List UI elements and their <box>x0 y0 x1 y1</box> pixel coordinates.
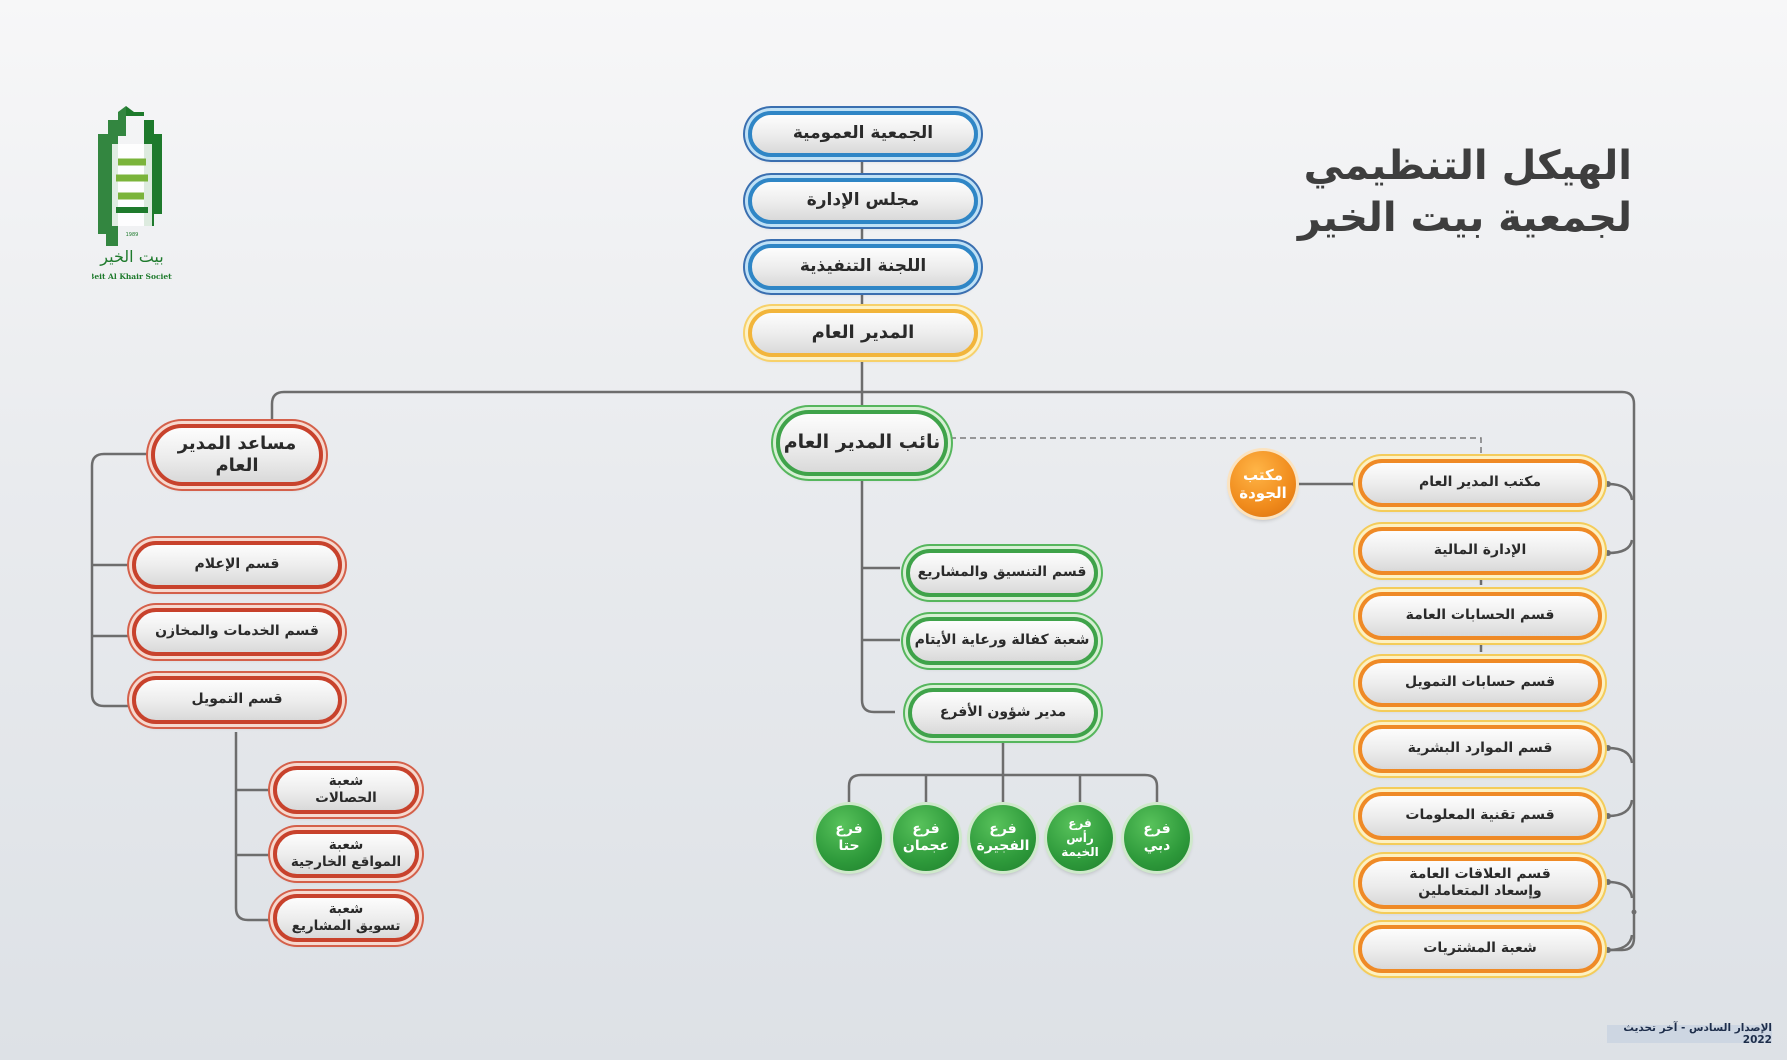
quality-office-circle[interactable]: مكتب الجودة <box>1230 451 1296 517</box>
project-marketing-section-box[interactable]: شعبة تسويق المشاريع <box>273 894 419 942</box>
it-dept-box[interactable]: قسم تقنية المعلومات <box>1358 792 1602 840</box>
services-stores-box[interactable]: قسم الخدمات والمخازن <box>132 608 342 656</box>
orphan-care-box[interactable]: شعبة كفالة ورعاية الأيتام <box>906 617 1098 665</box>
assistant-gm-box[interactable]: مساعد المدير العام <box>151 424 323 486</box>
branch-hatta[interactable]: فرع حتا <box>816 805 882 871</box>
branch-ras-al-khaimah[interactable]: فرع رأس الخيمة <box>1047 805 1113 871</box>
funding-dept-box[interactable]: قسم التمويل <box>132 676 342 724</box>
board-of-directors-box[interactable]: مجلس الإدارة <box>748 178 978 224</box>
piggy-banks-section-box[interactable]: شعبة الحصالات <box>273 766 419 814</box>
branch-ajman[interactable]: فرع عجمان <box>893 805 959 871</box>
branches-manager-box[interactable]: مدير شؤون الأفرع <box>908 688 1098 738</box>
branch-dubai[interactable]: فرع دبي <box>1124 805 1190 871</box>
external-sites-section-box[interactable]: شعبة المواقع الخارجية <box>273 830 419 878</box>
general-manager-box[interactable]: المدير العام <box>748 309 978 357</box>
procurement-section-box[interactable]: شعبة المشتريات <box>1358 925 1602 973</box>
branch-fujairah[interactable]: فرع الفجيرة <box>970 805 1036 871</box>
gm-office-box[interactable]: مكتب المدير العام <box>1358 459 1602 507</box>
executive-committee-box[interactable]: اللجنة التنفيذية <box>748 244 978 290</box>
general-accounts-box[interactable]: قسم الحسابات العامة <box>1358 592 1602 640</box>
version-footer: الإصدار السادس - آخر تحديث 2022 <box>1607 1022 1772 1046</box>
svg-text:Beit Al Khair Society: Beit Al Khair Society <box>92 272 172 281</box>
public-relations-box[interactable]: قسم العلاقات العامة وإسعاد المتعاملين <box>1358 857 1602 909</box>
beit-al-khair-logo: 1989 بيت الخير Beit Al Khair Society <box>92 106 172 281</box>
chart-title: الهيكل التنظيمي لجمعية بيت الخير <box>1297 143 1632 241</box>
general-assembly-box[interactable]: الجمعية العمومية <box>748 111 978 157</box>
finance-admin-box[interactable]: الإدارة المالية <box>1358 527 1602 575</box>
coordination-projects-box[interactable]: قسم التنسيق والمشاريع <box>906 549 1098 597</box>
hr-dept-box[interactable]: قسم الموارد البشرية <box>1358 725 1602 773</box>
funding-accounts-box[interactable]: قسم حسابات التمويل <box>1358 659 1602 707</box>
svg-text:بيت الخير: بيت الخير <box>99 247 163 267</box>
media-dept-box[interactable]: قسم الإعلام <box>132 541 342 589</box>
deputy-gm-box[interactable]: نائب المدير العام <box>776 410 948 476</box>
svg-text:1989: 1989 <box>126 232 139 238</box>
